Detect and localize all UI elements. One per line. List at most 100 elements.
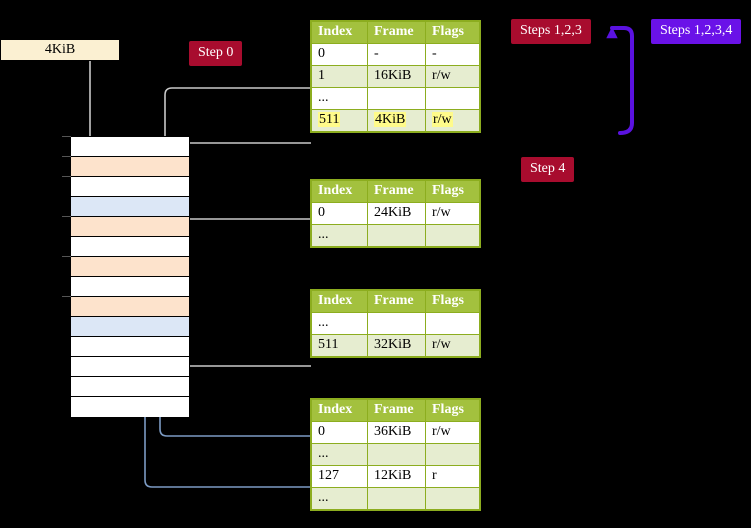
connector-l4-row511-to-memory <box>175 142 311 229</box>
table-row: 0-- <box>311 43 480 66</box>
memory-frame-row <box>71 197 189 217</box>
column-header-frame: Frame <box>367 21 426 44</box>
table-cell-flags: - <box>425 43 480 66</box>
memory-frame-row <box>71 397 189 417</box>
highlighted-value: 511 <box>318 112 341 127</box>
column-header-frame: Frame <box>367 180 426 203</box>
table-cell-frame: 32KiB <box>367 334 426 357</box>
memory-frame-tick <box>62 215 71 217</box>
connector-l3-row0-to-memory <box>175 218 311 262</box>
highlighted-value: 4KiB <box>374 112 407 127</box>
table-cell-index: 1 <box>311 65 368 88</box>
badge-steps-123-label: Steps 1,2,3 <box>520 23 582 38</box>
badge-step-4: Step 4 <box>521 157 575 182</box>
table-cell-frame: 16KiB <box>367 65 426 88</box>
table-cell-frame <box>367 443 426 466</box>
column-header-index: Index <box>311 399 368 422</box>
table-cell-frame: 36KiB <box>367 421 426 444</box>
connector-steps-bracket <box>606 26 634 135</box>
table-cell-index: ... <box>311 224 368 247</box>
memory-frame-row <box>62 155 189 177</box>
table-cell-index: 0 <box>311 43 368 66</box>
table-row: ... <box>311 487 480 510</box>
table-row: ... <box>311 312 480 335</box>
table-cell-flags: r/w <box>425 421 480 444</box>
table-cell-flags: r/w <box>425 334 480 357</box>
table-cell-frame: 24KiB <box>367 202 426 225</box>
column-header-flags: Flags <box>425 399 480 422</box>
table-cell-flags <box>425 224 480 247</box>
highlighted-value: r/w <box>432 112 453 127</box>
table-cell-frame <box>367 87 426 110</box>
table-cell-index: ... <box>311 312 368 335</box>
column-header-frame: Frame <box>367 399 426 422</box>
badge-step-0-label: Step 0 <box>198 45 234 60</box>
memory-frame-row <box>62 175 189 197</box>
badge-steps-123: Steps 1,2,3 <box>511 19 591 44</box>
memory-frame-row <box>62 215 189 237</box>
connector-l2-row511-to-memory <box>169 306 311 367</box>
table-cell-frame <box>367 487 426 510</box>
table-row: ... <box>311 224 480 247</box>
table-cell-flags: r/w <box>425 65 480 88</box>
memory-frame-row <box>71 357 189 377</box>
table-cell-flags <box>425 87 480 110</box>
column-header-index: Index <box>311 290 368 313</box>
badge-steps-1234: Steps 1,2,3,4 <box>651 19 742 44</box>
table-cell-index: 0 <box>311 202 368 225</box>
memory-frame-tick <box>62 255 71 257</box>
column-header-flags: Flags <box>425 180 480 203</box>
memory-frame-tick <box>62 175 71 177</box>
table-cell-flags <box>425 312 480 335</box>
memory-frame-row <box>62 255 189 277</box>
table-row: ... <box>311 443 480 466</box>
table-cell-frame: - <box>367 43 426 66</box>
table-row: 511 4KiB r/w <box>311 109 480 132</box>
memory-frame-tick <box>62 135 71 137</box>
table-cell-frame: 12KiB <box>367 465 426 488</box>
memory-frame-tick <box>62 155 71 157</box>
table-cell-frame <box>367 224 426 247</box>
memory-frame-row <box>71 337 189 357</box>
page-size-label: 4KiB <box>0 39 120 61</box>
table-cell-index: ... <box>311 443 368 466</box>
memory-frame-row <box>71 277 189 297</box>
table-cell-index: 511 <box>311 109 368 132</box>
column-header-flags: Flags <box>425 21 480 44</box>
memory-frame-row <box>71 317 189 337</box>
badge-step-4-label: Step 4 <box>530 161 566 176</box>
table-cell-flags <box>425 487 480 510</box>
column-header-frame: Frame <box>367 290 426 313</box>
table-cell-flags: r/w <box>425 202 480 225</box>
badge-steps-1234-label: Steps 1,2,3,4 <box>660 23 733 38</box>
table-cell-flags <box>425 443 480 466</box>
memory-frame-row <box>62 295 189 317</box>
table-cell-flags: r <box>425 465 480 488</box>
table-row: ... <box>311 87 480 110</box>
table-cell-index: ... <box>311 487 368 510</box>
column-header-flags: Flags <box>425 290 480 313</box>
table-cell-flags: r/w <box>425 109 480 132</box>
table-cell-index: 127 <box>311 465 368 488</box>
memory-frame-row <box>62 135 189 157</box>
column-header-index: Index <box>311 180 368 203</box>
badge-step-0: Step 0 <box>189 41 243 66</box>
memory-frame-row <box>71 237 189 257</box>
table-cell-frame: 4KiB <box>367 109 426 132</box>
memory-frame-row <box>71 377 189 397</box>
physical-memory-column <box>62 135 190 417</box>
table-cell-frame <box>367 312 426 335</box>
table-cell-index: 0 <box>311 421 368 444</box>
table-cell-index: 511 <box>311 334 368 357</box>
page-size-label-text: 4KiB <box>44 42 76 57</box>
